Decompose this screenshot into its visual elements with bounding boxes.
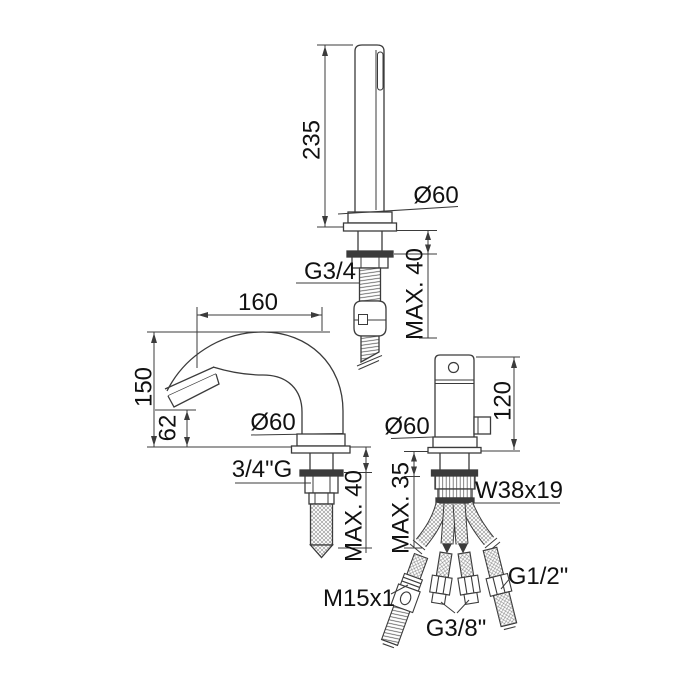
spout-figure bbox=[147, 307, 372, 559]
dim-spout-diameter: Ø60 bbox=[250, 409, 295, 436]
hand-shower-body bbox=[354, 44, 385, 212]
dim-mixer-max-deck: MAX. 35 bbox=[388, 462, 415, 554]
dim-spout-outlet-height: 62 bbox=[155, 415, 182, 442]
hose-ball-joint bbox=[353, 300, 387, 337]
dim-max40-handshower-lines bbox=[419, 230, 437, 339]
dim-62-lines bbox=[155, 409, 196, 447]
dim-mixer-height: 120 bbox=[490, 381, 517, 421]
dim-handshower-length: 235 bbox=[299, 120, 326, 160]
dim-spout-reach: 160 bbox=[238, 289, 278, 316]
dim-160-lines bbox=[196, 307, 323, 368]
dim-handshower-max-deck: MAX. 40 bbox=[402, 248, 429, 340]
dim-mixer-diameter: Ø60 bbox=[384, 413, 429, 440]
dim-235-lines bbox=[317, 44, 353, 228]
label-hose-left-thread: M15x1 bbox=[323, 585, 395, 612]
mixer-side-knob bbox=[473, 416, 492, 435]
dim-max35-lines bbox=[404, 451, 422, 549]
mixer-handle-dot bbox=[447, 361, 460, 374]
dim-spout-height: 150 bbox=[131, 367, 158, 407]
hand-shower-figure bbox=[296, 44, 459, 370]
dim-handshower-diameter: Ø60 bbox=[413, 182, 458, 209]
hose-fitting-g38-right bbox=[457, 551, 481, 606]
dim-120-lines bbox=[476, 356, 520, 450]
label-mixer-locknut-thread: W38x19 bbox=[475, 477, 563, 504]
dim-max40-spout-lines bbox=[338, 447, 372, 553]
mixer-locknut bbox=[434, 475, 476, 490]
label-spout-thread: 3/4"G bbox=[232, 456, 293, 483]
hand-shower-button bbox=[377, 51, 384, 91]
hose-fitting-m15x1 bbox=[380, 552, 429, 649]
label-handshower-thread: G3/4 bbox=[304, 258, 356, 285]
hose-fitting-g38-left bbox=[429, 551, 453, 606]
dim-spout-max-deck: MAX. 40 bbox=[341, 470, 368, 562]
dim-150-lines bbox=[147, 331, 330, 447]
hose-fitting-g12 bbox=[482, 546, 518, 631]
mixer-figure bbox=[380, 354, 560, 649]
mixer-hoses bbox=[380, 501, 518, 649]
label-hose-right-thread: G1/2" bbox=[508, 563, 569, 590]
label-hose-center-thread: G3/8" bbox=[426, 615, 487, 642]
mixer-body bbox=[434, 354, 475, 437]
